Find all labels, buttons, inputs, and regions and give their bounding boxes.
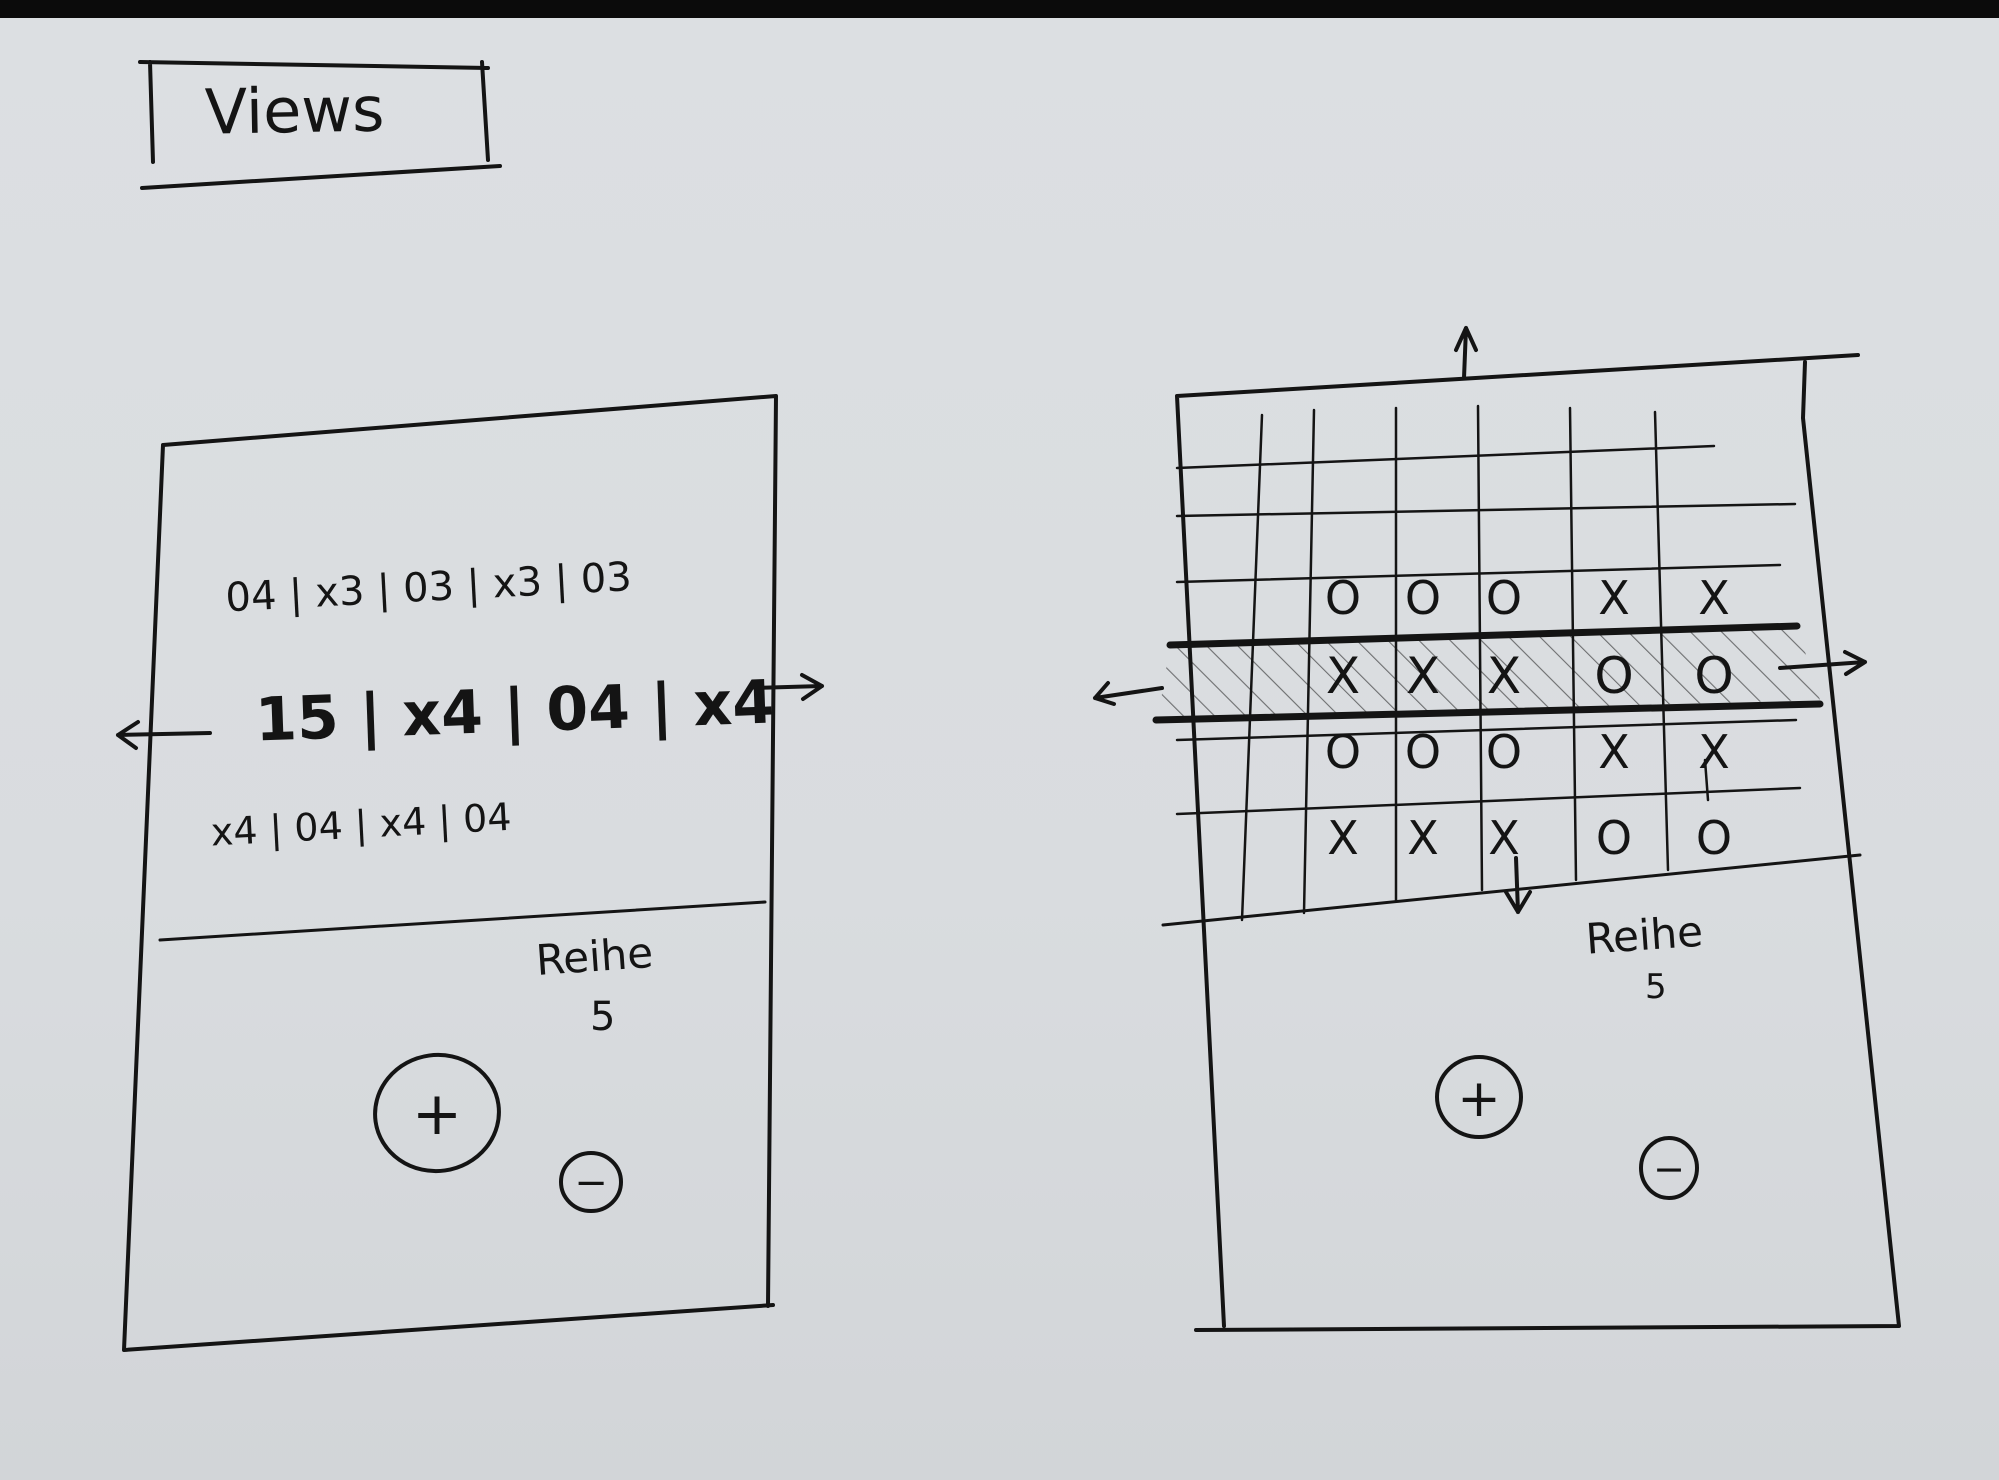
right-row-number: 5 [1645,967,1667,1007]
left-minus-button[interactable]: − [559,1151,623,1213]
grid-cell-r3-c4: X [1598,725,1630,779]
left-plus-label: + [412,1079,462,1149]
left-view: 04 | x3 | 03 | x3 | 03 15 | x4 | 04 | x4… [116,394,824,1352]
grid-cell-r4-c1: X [1327,811,1359,865]
grid-cell-r1-c4: X [1598,571,1630,625]
left-view-frame [122,394,778,1352]
left-row-number: 5 [590,994,615,1040]
grid-cell-r3-c5: X [1698,725,1730,779]
title-text: Views [204,73,385,149]
right-view-frame [1175,353,1901,1332]
grid-cell-r3-c3: O [1486,725,1522,779]
row-swipe-right-arrow [1778,650,1867,676]
grid-cell-r1-c5: X [1698,571,1730,625]
right-minus-button[interactable]: − [1639,1136,1699,1200]
left-row-mid: 15 | x4 | 04 | x4 [254,667,775,755]
right-row-label: Reihe [1584,907,1704,964]
grid-cell-r1-c2: O [1405,571,1441,625]
selected-row-band [1152,622,1824,724]
scroll-up-arrow [1454,326,1478,380]
grid-cell-r3-c1: O [1325,725,1361,779]
left-minus-label: − [574,1160,608,1206]
scroll-down-arrow [1504,856,1532,914]
paper-sheet [0,18,1999,1480]
grid-cell-r2-c5: O [1694,647,1733,705]
grid-cell-r2-c1: X [1326,647,1360,705]
left-plus-button[interactable]: + [368,1047,507,1179]
row-swipe-left-arrow [1093,681,1164,706]
grid-cell-r3-c2: O [1405,725,1441,779]
grid-cell-r4-c2: X [1407,811,1439,865]
grid-cell-r2-c2: X [1406,647,1440,705]
title-box: Views [138,60,502,190]
left-row-label: Reihe [534,928,654,985]
swipe-left-arrow [116,720,212,750]
grid-cell-r2-c4: O [1594,647,1633,705]
grid-cell-r4-c4: O [1596,811,1632,865]
swipe-right-arrow [753,673,824,701]
right-plus-label: + [1457,1069,1501,1129]
left-view-divider [158,900,767,942]
left-row-bottom: x4 | 04 | x4 | 04 [210,795,513,856]
grid-cell-r1-c3: O [1486,571,1522,625]
grid-cell-r4-c5: O [1696,811,1732,865]
grid-cell-r2-c3: X [1487,647,1521,705]
left-row-top: 04 | x3 | 03 | x3 | 03 [224,554,632,621]
right-plus-button[interactable]: + [1435,1055,1523,1139]
right-view-divider [1161,853,1862,927]
grid-cell-r1-c1: O [1325,571,1361,625]
grid-cell-r4-c3: X [1488,811,1520,865]
right-minus-label: − [1653,1147,1685,1191]
